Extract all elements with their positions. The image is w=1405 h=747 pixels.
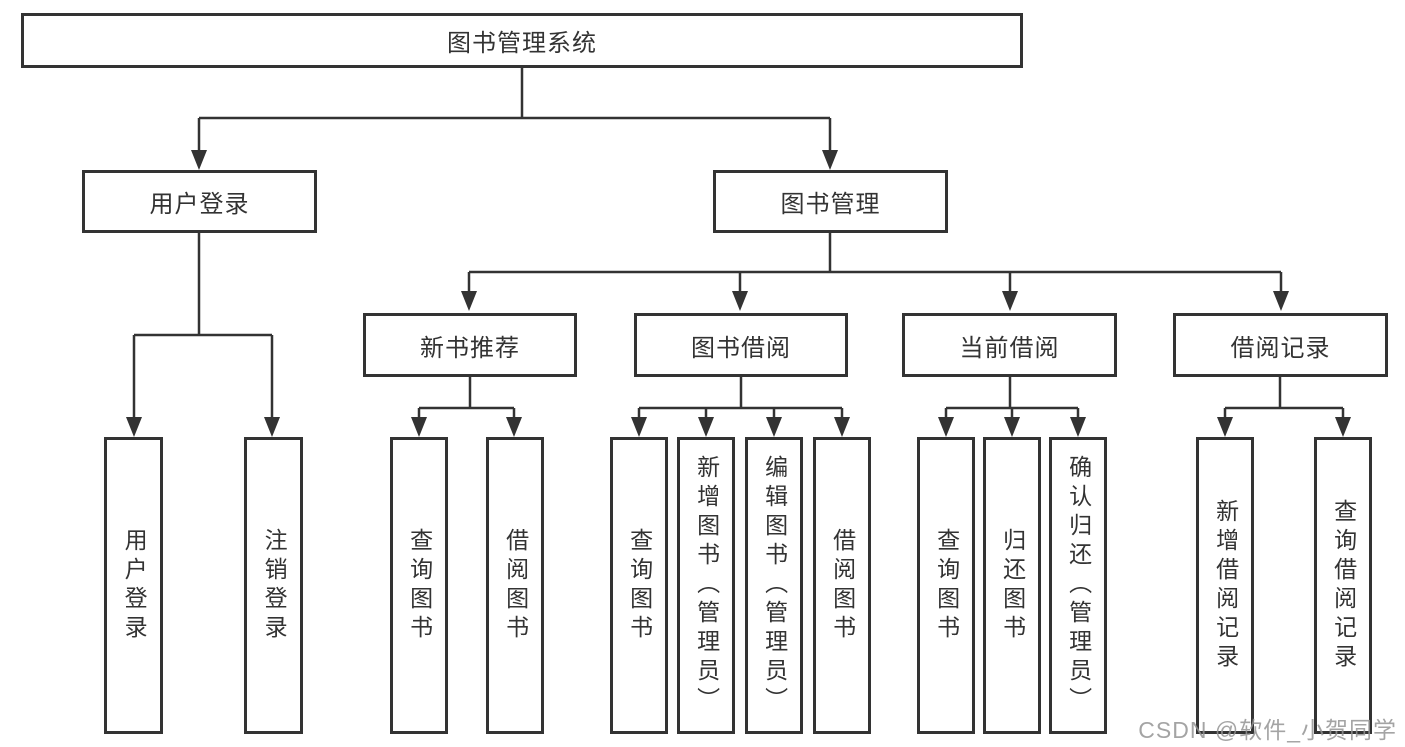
watermark: CSDN @软件_小贺同学 bbox=[1138, 717, 1397, 743]
node-new-book-recommendation: 新书推荐 bbox=[363, 313, 577, 377]
leaf-add-borrow-record-label: 新增借阅记录 bbox=[1212, 498, 1239, 673]
leaf-query-books-recommend: 查询图书 bbox=[390, 437, 448, 734]
leaf-edit-book-admin-label: 编辑图书（管理员） bbox=[761, 455, 788, 716]
node-borrowing-records: 借阅记录 bbox=[1173, 313, 1388, 377]
node-book-management: 图书管理 bbox=[713, 170, 948, 233]
leaf-query-borrow-record-label: 查询借阅记录 bbox=[1330, 498, 1357, 673]
node-user-login-label: 用户登录 bbox=[149, 191, 250, 218]
leaf-add-book-admin-label: 新增图书（管理员） bbox=[693, 455, 720, 716]
leaf-user-login: 用户登录 bbox=[104, 437, 163, 734]
leaf-query-borrow-record: 查询借阅记录 bbox=[1314, 437, 1372, 734]
leaf-borrow-books: 借阅图书 bbox=[813, 437, 871, 734]
node-current-borrowing: 当前借阅 bbox=[902, 313, 1117, 377]
node-borrowing-records-label: 借阅记录 bbox=[1230, 334, 1331, 362]
leaf-add-book-admin: 新增图书（管理员） bbox=[677, 437, 735, 734]
leaf-edit-book-admin: 编辑图书（管理员） bbox=[745, 437, 803, 734]
leaf-logout: 注销登录 bbox=[244, 437, 303, 734]
leaf-borrow-books-label: 借阅图书 bbox=[829, 527, 856, 644]
node-book-borrowing-label: 图书借阅 bbox=[691, 334, 791, 362]
leaf-return-books-label: 归还图书 bbox=[999, 527, 1026, 644]
leaf-query-books-recommend-label: 查询图书 bbox=[406, 527, 433, 644]
leaf-return-books: 归还图书 bbox=[983, 437, 1041, 734]
leaf-borrow-books-recommend: 借阅图书 bbox=[486, 437, 544, 734]
leaf-logout-label: 注销登录 bbox=[261, 527, 288, 644]
leaf-confirm-return-admin-label: 确认归还（管理员） bbox=[1065, 455, 1092, 716]
leaf-query-books-current: 查询图书 bbox=[917, 437, 975, 734]
leaf-query-books-borrowing-label: 查询图书 bbox=[626, 527, 653, 644]
node-new-book-recommendation-label: 新书推荐 bbox=[420, 334, 520, 362]
leaf-confirm-return-admin: 确认归还（管理员） bbox=[1049, 437, 1107, 734]
node-book-borrowing: 图书借阅 bbox=[634, 313, 848, 377]
node-library-system: 图书管理系统 bbox=[21, 13, 1023, 68]
leaf-user-login-label: 用户登录 bbox=[121, 527, 148, 644]
node-user-login: 用户登录 bbox=[82, 170, 317, 233]
node-book-management-label: 图书管理 bbox=[780, 191, 881, 218]
leaf-query-books-borrowing: 查询图书 bbox=[610, 437, 668, 734]
leaf-borrow-books-recommend-label: 借阅图书 bbox=[502, 527, 529, 644]
node-library-system-label: 图书管理系统 bbox=[447, 30, 597, 57]
leaf-query-books-current-label: 查询图书 bbox=[933, 527, 960, 644]
node-current-borrowing-label: 当前借阅 bbox=[959, 334, 1060, 362]
leaf-add-borrow-record: 新增借阅记录 bbox=[1196, 437, 1254, 734]
